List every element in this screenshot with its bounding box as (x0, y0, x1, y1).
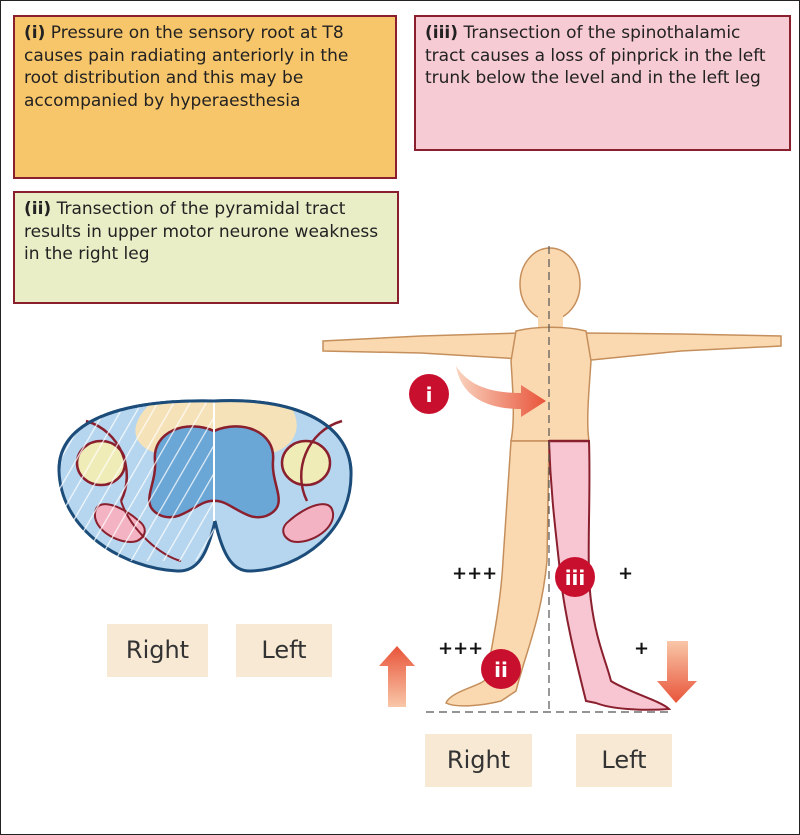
marker-i: i (409, 374, 449, 414)
severity-left-lower: + (634, 638, 650, 659)
head (519, 247, 581, 321)
marker-ii-label: ii (494, 658, 508, 682)
marker-iii: iii (555, 557, 595, 597)
note-ii-text: Transection of the pyramidal tract resul… (24, 199, 379, 264)
note-box-iii: (iii) Transection of the spinothalamic t… (414, 15, 791, 151)
marker-i-label: i (426, 383, 433, 407)
left-lateral-tract (280, 439, 332, 487)
body-left-label: Left (576, 734, 672, 787)
note-i-text: Pressure on the sensory root at T8 cause… (24, 23, 349, 111)
sensory-loss-arrow-down (657, 641, 697, 703)
weakness-arrow-up (379, 646, 415, 707)
left-spinothalamic-tract (282, 503, 335, 543)
marker-iii-label: iii (565, 566, 586, 590)
left-arm (580, 332, 782, 362)
note-iii-text: Transection of the spinothalamic tract c… (425, 23, 766, 88)
body-right-label: Right (425, 734, 532, 787)
cross-section-right-label: Right (107, 624, 208, 677)
note-box-i: (i) Pressure on the sensory root at T8 c… (13, 15, 397, 179)
spinal-cord-cross-section (51, 391, 353, 573)
body-figure (322, 246, 782, 713)
note-iii-numeral: (iii) (425, 23, 459, 43)
radiating-pain-arrow (456, 366, 546, 417)
torso (510, 326, 592, 442)
cross-section-left-label: Left (236, 624, 332, 677)
marker-ii: ii (481, 649, 521, 689)
note-ii-numeral: (ii) (24, 199, 52, 219)
severity-right-upper: +++ (452, 563, 498, 584)
severity-right-lower: +++ (438, 638, 484, 659)
hemisection-hatch (51, 391, 214, 561)
right-leg (445, 440, 550, 707)
note-box-ii: (ii) Transection of the pyramidal tract … (13, 191, 399, 304)
severity-left-upper: + (618, 563, 634, 584)
right-arm (322, 332, 522, 360)
note-i-numeral: (i) (24, 23, 46, 43)
